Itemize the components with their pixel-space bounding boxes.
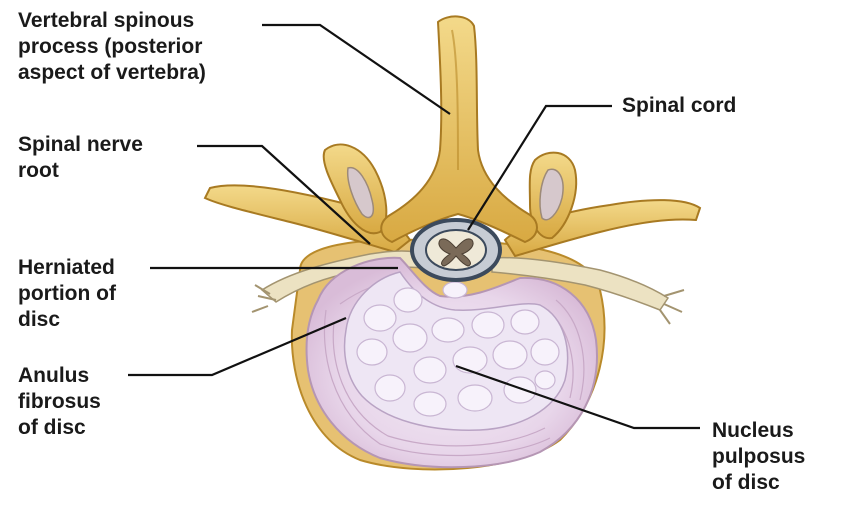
label-spinous-process: Vertebral spinous process (posterior asp…	[18, 8, 206, 86]
label-line: root	[18, 158, 143, 184]
label-anulus: Anulus fibrosus of disc	[18, 363, 101, 441]
label-herniated: Herniated portion of disc	[18, 255, 116, 333]
label-line: of disc	[712, 470, 805, 496]
label-line: portion of	[18, 281, 116, 307]
label-line: Anulus	[18, 363, 101, 389]
label-nerve-root: Spinal nerve root	[18, 132, 143, 184]
label-line: Spinal cord	[622, 93, 736, 119]
label-line: Herniated	[18, 255, 116, 281]
label-line: fibrosus	[18, 389, 101, 415]
label-line: aspect of vertebra)	[18, 60, 206, 86]
label-line: Vertebral spinous	[18, 8, 206, 34]
leader-spinous-process	[262, 25, 450, 114]
spinous-process	[381, 16, 537, 242]
label-spinal-cord: Spinal cord	[622, 93, 736, 119]
label-line: disc	[18, 307, 116, 333]
label-line: Spinal nerve	[18, 132, 143, 158]
label-line: process (posterior	[18, 34, 206, 60]
label-line: of disc	[18, 415, 101, 441]
label-nucleus: Nucleus pulposus of disc	[712, 418, 805, 496]
label-line: pulposus	[712, 444, 805, 470]
label-line: Nucleus	[712, 418, 805, 444]
